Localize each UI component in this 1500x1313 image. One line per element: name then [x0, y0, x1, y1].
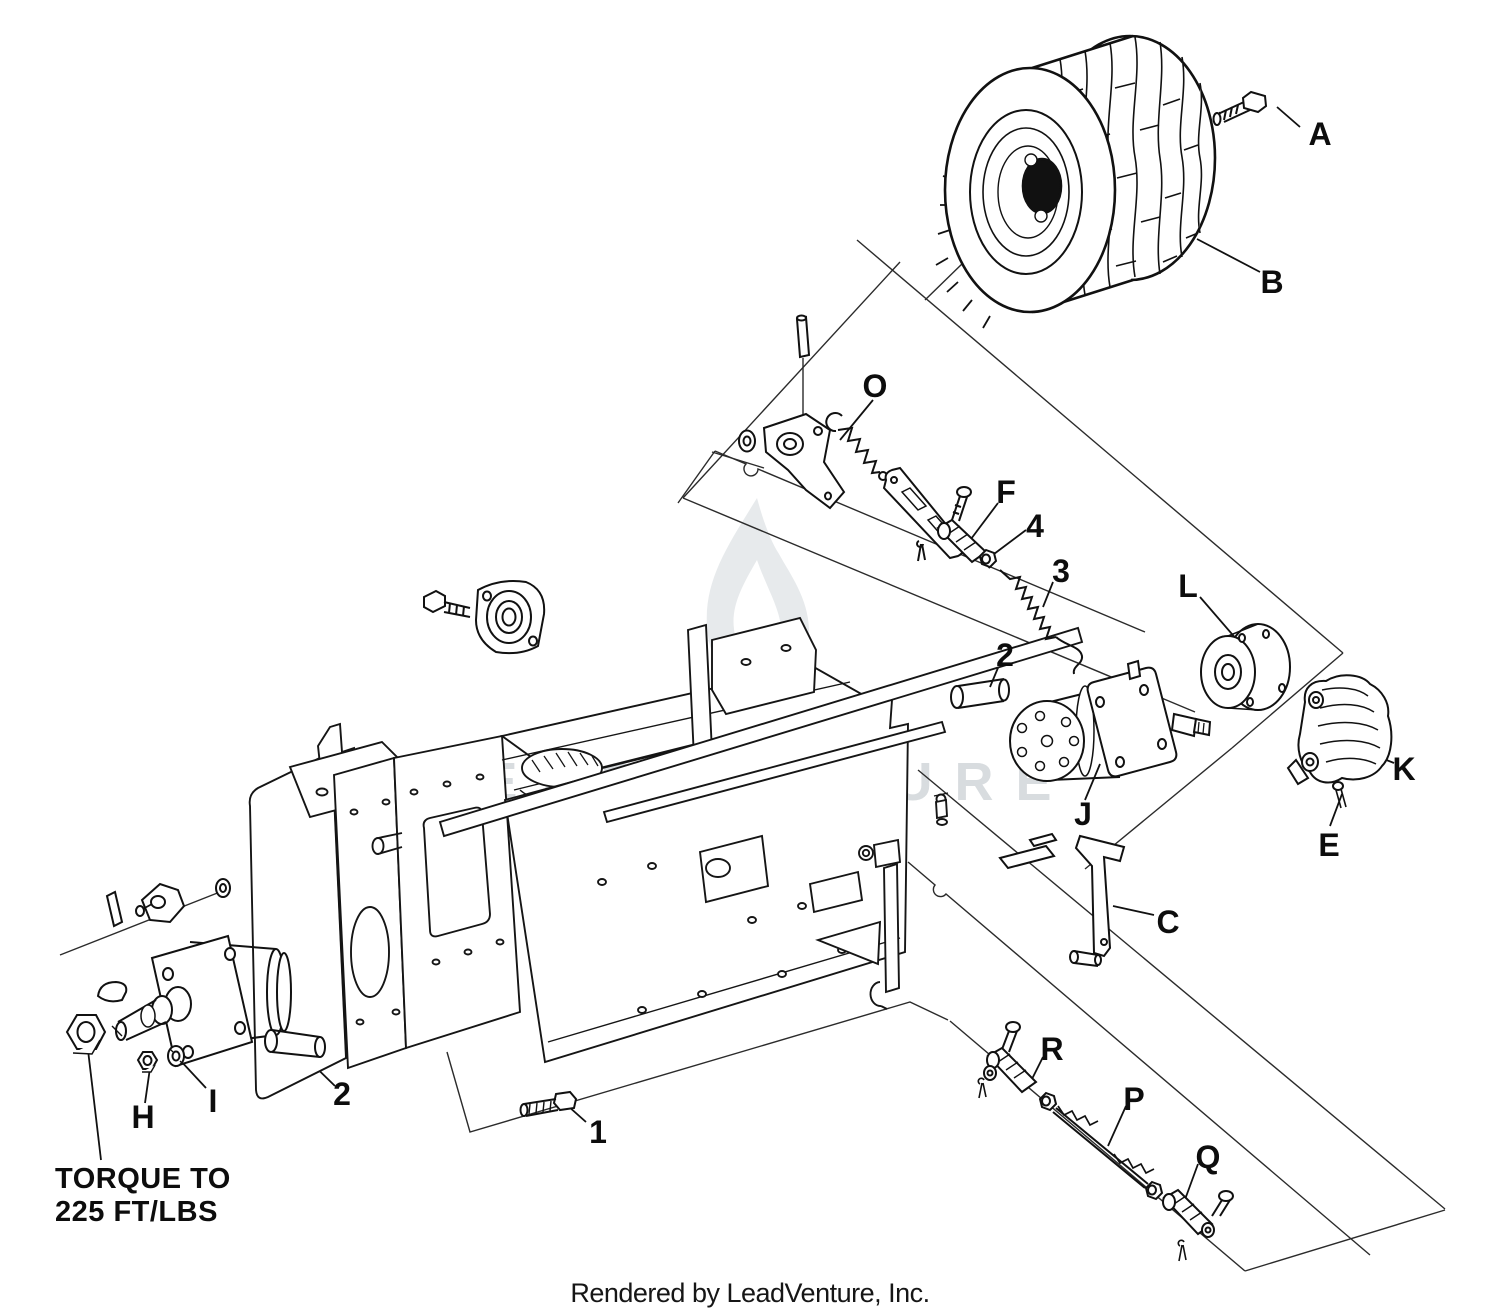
- left-motor-group: [65, 878, 326, 1073]
- part-label-r[interactable]: R: [1040, 1031, 1063, 1067]
- part-label-o[interactable]: O: [863, 368, 888, 404]
- pin-and-bracket: [105, 878, 231, 928]
- frame-oval-hole: [705, 858, 731, 878]
- flat-key: [998, 844, 1056, 870]
- lever-group: [998, 832, 1126, 967]
- frame-long-bar: [438, 626, 1084, 838]
- wheel-hub: [1021, 157, 1063, 215]
- lug-bolt-part-a: [1212, 90, 1268, 126]
- brake-bracket-part-k: [1286, 674, 1393, 786]
- part-label-k[interactable]: K: [1392, 751, 1415, 787]
- part-labels: A B O F 4 3 L 2 K J E C 2 H I 1 R P Q: [131, 116, 1415, 1175]
- tie-rod-assembly: [977, 1021, 1234, 1262]
- motor-flange: [1086, 666, 1178, 778]
- torque-note: TORQUE TO 225 FT/LBS: [55, 1163, 231, 1228]
- frame-hanger-bracket: [883, 862, 900, 994]
- torque-note-line2: 225 FT/LBS: [55, 1196, 218, 1228]
- bolt-part-1: [519, 1090, 578, 1117]
- rod-end-part-r: [977, 1046, 1038, 1099]
- flat-key-small: [1028, 832, 1058, 848]
- spacer-part-2-right: [950, 685, 964, 709]
- part-label-p[interactable]: P: [1123, 1081, 1144, 1117]
- bolt-and-flange-bearing: [423, 580, 546, 655]
- frame-long-bar-2: [602, 720, 947, 824]
- clevis-pin: [795, 314, 811, 359]
- washer-part-i: [167, 1045, 185, 1067]
- bolt-part-e: [1332, 781, 1347, 809]
- part-label-i[interactable]: I: [209, 1083, 218, 1119]
- cotter-pin: [916, 540, 926, 562]
- part-label-2-left[interactable]: 2: [333, 1076, 351, 1112]
- rod-part-p: [1052, 1105, 1155, 1189]
- part-label-3[interactable]: 3: [1052, 553, 1070, 589]
- spring-part-o: [825, 412, 888, 481]
- half-moon-key: [96, 980, 128, 1003]
- part-label-1[interactable]: 1: [589, 1114, 607, 1150]
- wheel-motor-part-j: [950, 659, 1212, 782]
- hub-and-bracket-group: [1200, 623, 1393, 809]
- spring-part-3: [999, 569, 1084, 675]
- port-fitting: [933, 792, 949, 826]
- part-label-2-right[interactable]: 2: [996, 637, 1014, 673]
- construction-lines: [59, 182, 1446, 1272]
- nut-part-4: [978, 548, 998, 569]
- spacer-part-2-left: [264, 1029, 326, 1058]
- rod-end-part-q: [1162, 1188, 1234, 1262]
- tire-part-b: [935, 34, 1217, 329]
- e-clip: [869, 981, 888, 1010]
- part-label-l[interactable]: L: [1178, 568, 1198, 604]
- nut-part-h: [136, 1051, 159, 1073]
- frame-upright-bracket: [711, 616, 817, 716]
- part-label-f[interactable]: F: [996, 474, 1016, 510]
- part-label-q[interactable]: Q: [1196, 1139, 1221, 1175]
- lever-part-c: [1069, 834, 1126, 967]
- frame-assembly: [248, 616, 1084, 1100]
- part-label-a[interactable]: A: [1308, 116, 1331, 152]
- hub-part-l: [1200, 623, 1291, 711]
- small-bolt: [951, 486, 972, 522]
- part-label-4[interactable]: 4: [1026, 508, 1044, 544]
- motor-face-bolts: [1016, 710, 1080, 772]
- axle-nut-torque: [65, 1014, 107, 1055]
- pivot-bracket: [762, 412, 846, 510]
- part-label-e[interactable]: E: [1318, 827, 1339, 863]
- brake-linkage-group: [738, 314, 1084, 675]
- part-label-h[interactable]: H: [131, 1099, 154, 1135]
- footer-credit: Rendered by LeadVenture, Inc.: [570, 1278, 929, 1308]
- torque-note-line1: TORQUE TO: [55, 1163, 231, 1195]
- part-label-b[interactable]: B: [1260, 264, 1283, 300]
- part-label-j[interactable]: J: [1074, 796, 1092, 832]
- part-label-c[interactable]: C: [1156, 904, 1179, 940]
